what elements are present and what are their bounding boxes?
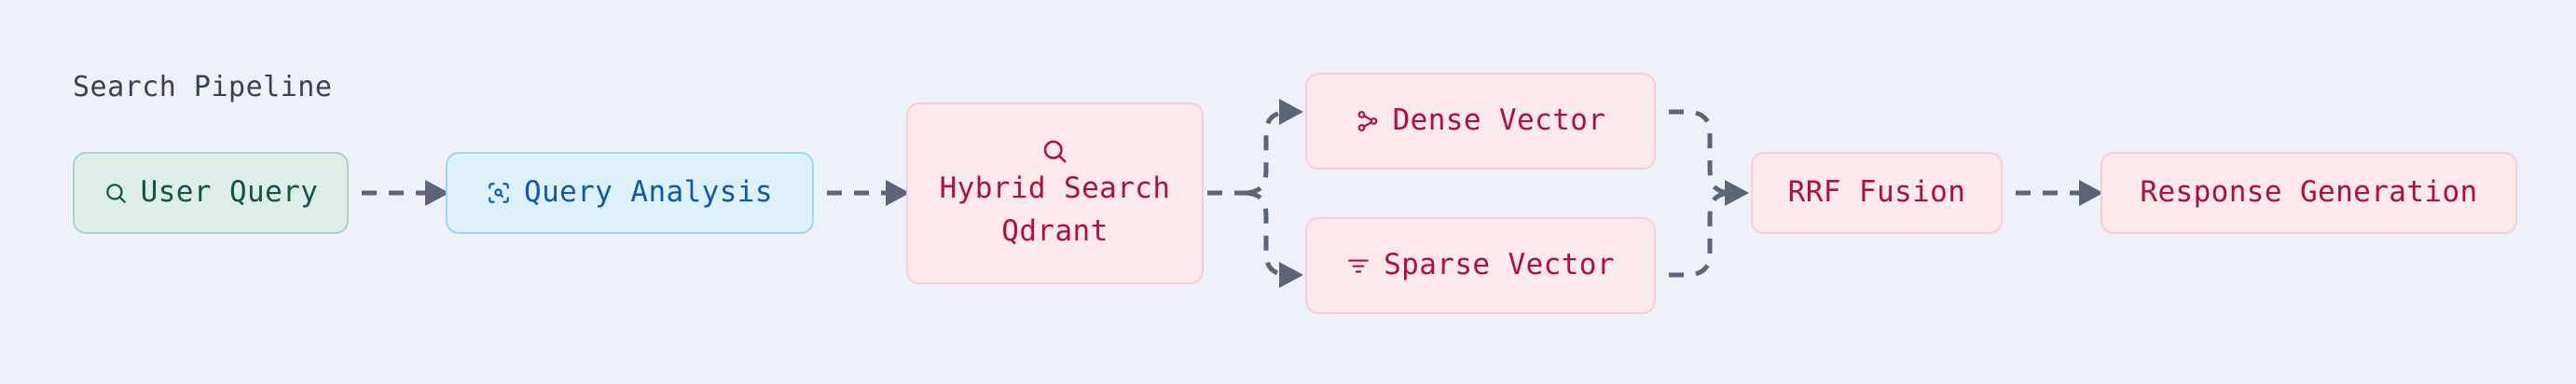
- node-response-generation[interactable]: Response Generation: [2101, 152, 2517, 234]
- page-title: Search Pipeline: [73, 71, 333, 103]
- filter-lines-icon: [1346, 254, 1371, 278]
- edge-dense-vector-to-rrf-fusion: [1669, 109, 1729, 196]
- waypoints-icon: [1356, 109, 1380, 133]
- node-user-query[interactable]: User Query: [73, 152, 349, 234]
- node-hybrid-search-label-line2: Qdrant: [1001, 213, 1109, 248]
- node-query-analysis[interactable]: Query Analysis: [446, 152, 814, 234]
- edge-merge-stem-to-rrf-fusion: [1725, 180, 1749, 206]
- node-response-generation-label: Response Generation: [2140, 175, 2478, 210]
- edge-query-analysis-to-hybrid-search: [827, 180, 910, 206]
- search-icon: [1040, 137, 1068, 165]
- node-sparse-vector[interactable]: Sparse Vector: [1305, 217, 1656, 314]
- node-dense-vector[interactable]: Dense Vector: [1305, 73, 1656, 170]
- node-rrf-fusion-label: RRF Fusion: [1787, 175, 1966, 210]
- edge-rrf-fusion-to-response-generation: [2016, 180, 2103, 206]
- node-sparse-vector-label: Sparse Vector: [1384, 248, 1615, 282]
- node-hybrid-search-label-line1: Hybrid Search: [939, 171, 1171, 205]
- scan-search-icon: [487, 181, 511, 205]
- node-user-query-label: User Query: [140, 175, 319, 210]
- edge-sparse-vector-to-rrf-fusion: [1669, 190, 1729, 278]
- search-icon: [103, 181, 128, 205]
- edge-hybrid-search-to-dense-vector: [1246, 99, 1303, 196]
- node-rrf-fusion[interactable]: RRF Fusion: [1751, 152, 2003, 234]
- edge-hybrid-search-to-sparse-vector: [1246, 190, 1303, 288]
- node-hybrid-search[interactable]: Hybrid Search Qdrant: [906, 103, 1204, 284]
- node-dense-vector-label: Dense Vector: [1392, 103, 1606, 138]
- node-query-analysis-label: Query Analysis: [524, 175, 773, 210]
- edge-user-query-to-query-analysis: [362, 180, 449, 206]
